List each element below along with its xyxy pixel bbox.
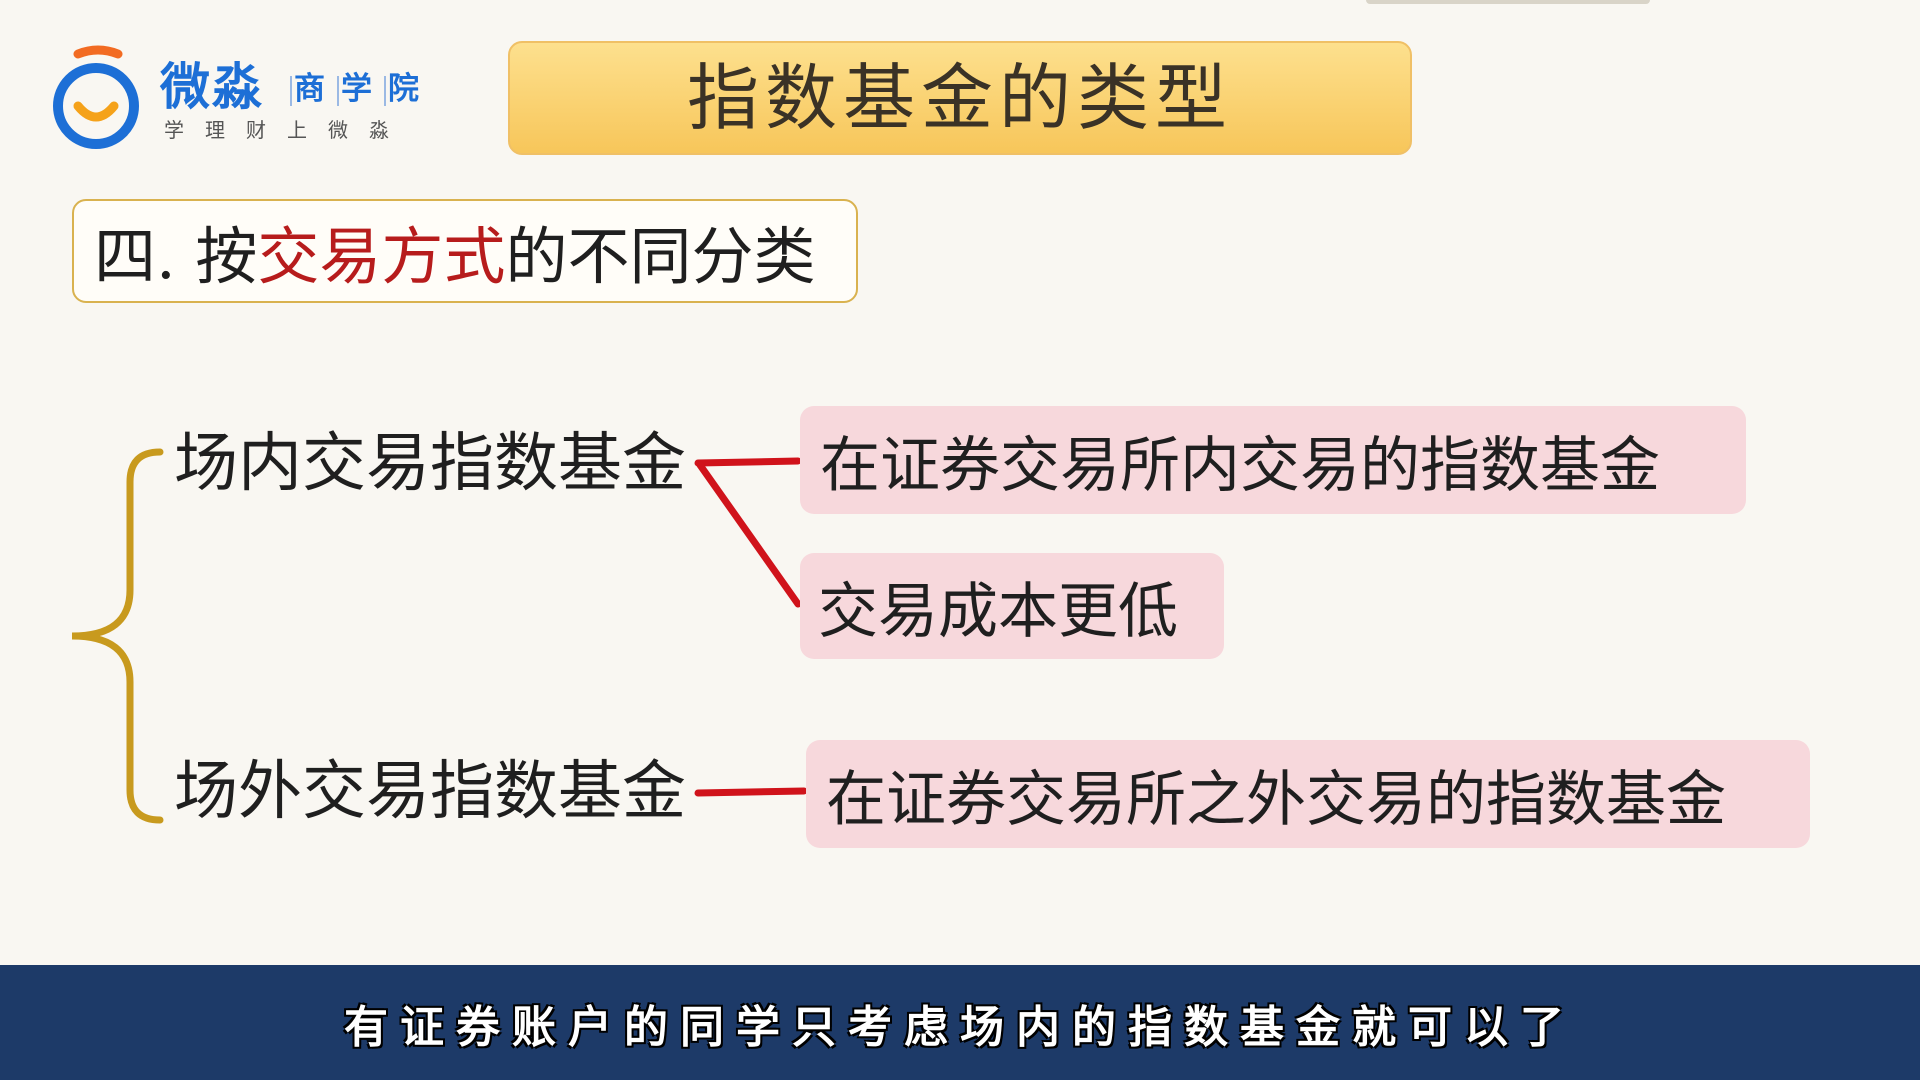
detail-text: 在证券交易所内交易的指数基金 [820, 430, 1660, 501]
logo: 微淼 商学院 学理财上微淼 [48, 44, 448, 154]
section-highlight: 交易方式 [257, 220, 506, 293]
logo-subtitle: 商学院 [288, 74, 429, 106]
connector-line-3 [694, 787, 808, 797]
page-title: 指数基金的类型 [686, 56, 1233, 140]
brace [71, 448, 164, 824]
detail-text: 在证券交易所之外交易的指数基金 [826, 764, 1726, 835]
subtitle-bar: 有证券账户的同学只考虑场内的指数基金就可以了 [0, 965, 1920, 1080]
subtitle-caption: 有证券账户的同学只考虑场内的指数基金就可以了 [344, 1001, 1576, 1053]
section-prefix: 四. 按 [94, 220, 258, 293]
logo-slogan: 学理财上微淼 [164, 118, 410, 142]
branch-label-offexchange: 场外交易指数基金 [174, 755, 686, 829]
section-heading: 四. 按交易方式的不同分类 [72, 199, 858, 303]
connector-line-1 [694, 457, 802, 467]
logo-name: 微淼 [160, 58, 264, 116]
top-tab-decoration [1366, 0, 1650, 4]
detail-box-onexchange-definition: 在证券交易所内交易的指数基金 [800, 406, 1746, 514]
detail-text: 交易成本更低 [818, 576, 1178, 647]
detail-box-offexchange-definition: 在证券交易所之外交易的指数基金 [806, 740, 1810, 848]
branch-label-onexchange: 场内交易指数基金 [174, 427, 686, 501]
section-suffix: 的不同分类 [505, 220, 816, 293]
connector-line-2 [696, 461, 802, 608]
logo-smile-icon [53, 45, 139, 149]
detail-box-onexchange-cost: 交易成本更低 [800, 553, 1224, 659]
title-banner: 指数基金的类型 [508, 41, 1412, 155]
